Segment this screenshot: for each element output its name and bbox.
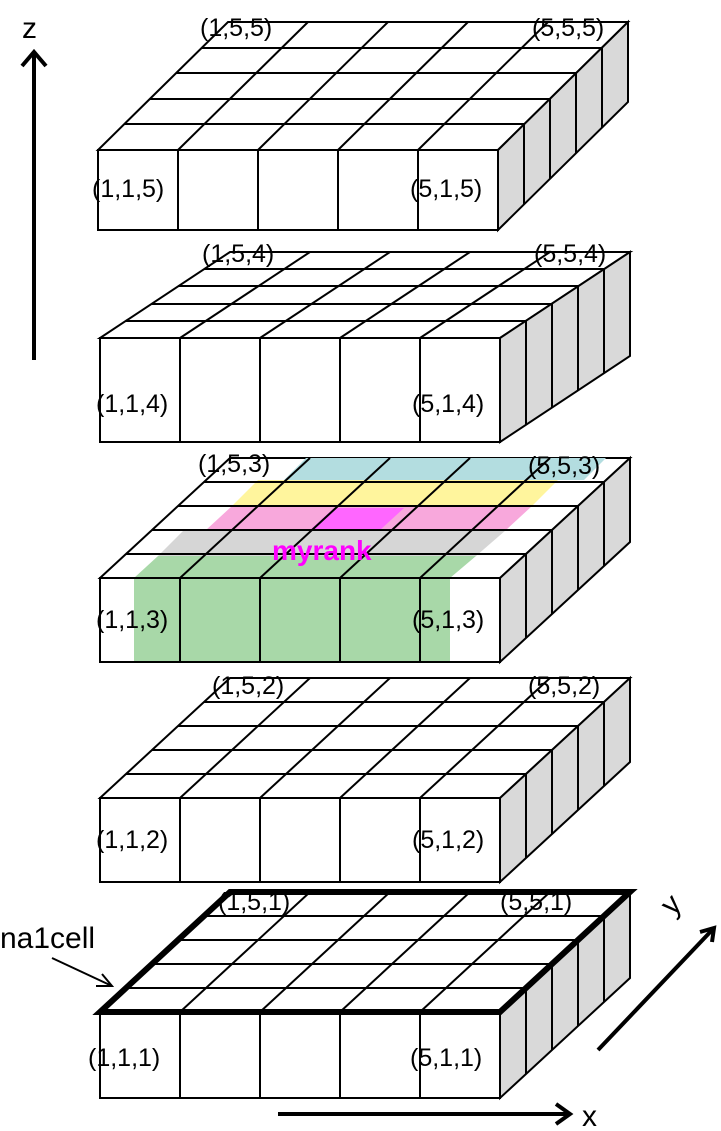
label-back-right: (5,5,4) <box>534 240 606 268</box>
z-axis-label: z <box>22 12 37 45</box>
label-back-left: (1,5,5) <box>200 14 272 42</box>
highlight-front-band <box>134 579 450 661</box>
label-front-right: (5,1,2) <box>412 826 484 854</box>
layer-side-face <box>499 250 631 444</box>
x-axis-label: x <box>582 1100 597 1131</box>
x-axis: x <box>278 1100 597 1131</box>
top-grid-lines <box>126 457 604 579</box>
label-front-left: (1,1,2) <box>96 826 168 854</box>
label-front-right: (5,1,4) <box>412 390 484 418</box>
label-back-right: (5,5,5) <box>532 14 604 42</box>
highlight-row-back <box>284 458 606 480</box>
label-back-left: (1,5,1) <box>218 888 290 916</box>
label-front-left: (1,1,1) <box>88 1044 160 1072</box>
z-axis-arrowhead <box>20 48 48 68</box>
label-front-left: (1,1,5) <box>92 175 164 203</box>
label-front-left: (1,1,4) <box>96 390 168 418</box>
label-front-right: (5,1,1) <box>410 1044 482 1072</box>
layer-z1: (1,5,1) (5,5,1) (1,1,1) (5,1,1) <box>88 888 638 1101</box>
layer-side-face <box>499 675 631 885</box>
y-axis-arrow <box>596 926 716 1052</box>
na1cell-annotation: na1cell <box>0 922 115 987</box>
label-back-right: (5,5,1) <box>500 888 572 916</box>
top-grid-lines <box>126 891 604 1013</box>
layer-z2: (1,5,2) (5,5,2) (1,1,2) (5,1,2) <box>96 672 633 885</box>
highlight-row-green <box>134 556 476 578</box>
top-grid-lines <box>126 677 604 799</box>
na1cell-boundary <box>92 889 638 1015</box>
z-axis: z <box>20 12 48 360</box>
highlight-row-gray <box>158 530 506 556</box>
top-grid-lines <box>126 251 604 339</box>
na1cell-pointer <box>51 957 113 987</box>
y-axis-arrowhead <box>699 925 717 943</box>
label-back-left: (1,5,2) <box>212 672 284 700</box>
layer-side-face <box>497 19 629 233</box>
layer-front-face <box>97 149 499 231</box>
na1cell-label: na1cell <box>0 922 95 955</box>
layer-front-face <box>99 337 501 443</box>
layer-side-face <box>499 455 631 665</box>
label-front-right: (5,1,3) <box>412 606 484 634</box>
label-back-right: (5,5,2) <box>528 672 600 700</box>
layer-z5: (1,5,5) (5,5,5) (1,1,5) (5,1,5) <box>92 14 631 233</box>
na1cell-pointer-head <box>96 973 115 987</box>
label-back-left: (1,5,3) <box>198 450 270 478</box>
layer-front-face <box>99 1011 501 1099</box>
top-grid-lines <box>124 21 602 151</box>
layer-z4: (1,5,4) (5,5,4) (1,1,4) (5,1,4) <box>96 240 634 444</box>
myrank-label: myrank <box>272 535 372 566</box>
y-axis-label: y <box>654 888 688 922</box>
layer-z3: (1,5,3) (5,5,3) (1,1,3) (5,1,3) myrank <box>96 450 633 665</box>
x-axis-arrowhead <box>554 1102 574 1126</box>
label-back-right: (5,5,3) <box>528 452 600 480</box>
label-back-left: (1,5,4) <box>202 240 274 268</box>
highlight-row-yellow <box>232 480 558 506</box>
highlight-rows <box>134 458 606 578</box>
label-front-left: (1,1,3) <box>96 606 168 634</box>
label-front-right: (5,1,5) <box>410 175 482 203</box>
myrank-cell <box>310 508 404 530</box>
